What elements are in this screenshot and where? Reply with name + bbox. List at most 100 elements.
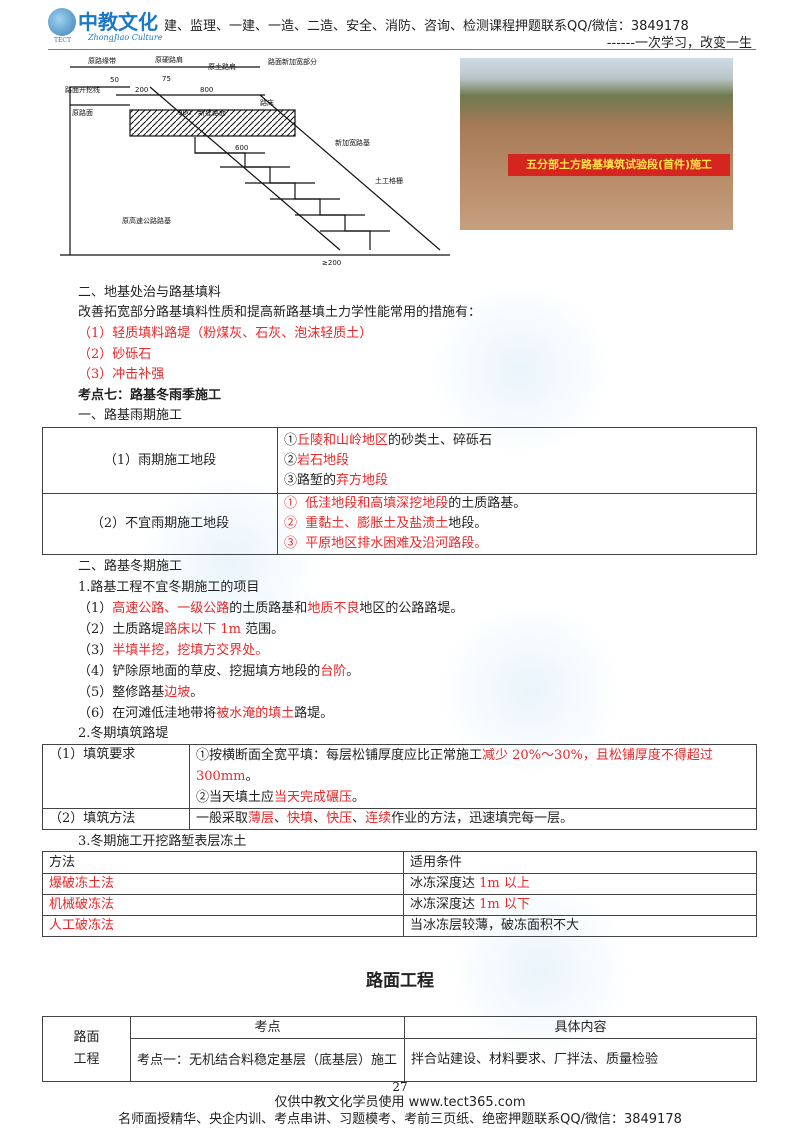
text: 。 bbox=[245, 769, 259, 784]
section-subheading: 1.路基工程不宜冬期施工的项目 bbox=[78, 580, 260, 595]
group-cell: 路面工程 bbox=[42, 1016, 131, 1082]
column-header: 具体内容 bbox=[404, 1016, 757, 1039]
text: 的土质路基。 bbox=[448, 496, 527, 511]
highlight: 减少 20%～30%，且松铺厚度不得超过 bbox=[482, 748, 713, 763]
text: （1） bbox=[78, 601, 113, 616]
list-item: （3）半填半挖，挖填方交界处。 bbox=[78, 641, 268, 661]
text: ③路堑的 bbox=[284, 472, 337, 488]
label: 原路面 bbox=[72, 108, 93, 117]
text: （2）土质路堤 bbox=[78, 622, 165, 637]
globe-icon bbox=[48, 8, 76, 36]
text: （5）整修路基 bbox=[78, 685, 165, 700]
text: 冰冻深度达 bbox=[410, 876, 480, 891]
label: 路面新加宽部分 bbox=[268, 57, 317, 66]
text: 路堤。 bbox=[294, 706, 334, 721]
frozen-soil-table: 方法适用条件 爆破冻土法冰冻深度达 1m 以上机械破冻法冰冻深度达 1m 以下人… bbox=[42, 851, 757, 937]
label: 原路缘带 bbox=[88, 56, 116, 65]
condition-cell: 冰冻深度达 1m 以上 bbox=[403, 873, 757, 895]
text: 当冰冻层较薄，破冻面积不大 bbox=[410, 918, 580, 933]
highlight: 平原地区排水困难及沿河路段。 bbox=[305, 536, 488, 551]
text: 。 bbox=[190, 685, 204, 700]
list-item: （6）在河滩低洼地带将被水淹的填土路堤。 bbox=[78, 704, 333, 724]
highlight: 丘陵和山岭地区 bbox=[297, 432, 389, 448]
list-item: ① 低洼地段和高填深挖地段的土质路基。 bbox=[284, 494, 750, 514]
text: 地区的公路路堤。 bbox=[359, 601, 464, 616]
header-divider bbox=[48, 49, 756, 50]
footer-text: 名师面授精华、央企内训、考点串讲、习题模考、考前三页纸、绝密押题联系QQ/微信：… bbox=[118, 1112, 682, 1127]
list-item: ①丘陵和山岭地区的砂类土、碎砾石 bbox=[284, 431, 750, 451]
group-label: 路面工程 bbox=[73, 1030, 100, 1067]
logo-subtitle: ZhongJiao Culture bbox=[88, 33, 163, 42]
label: 原高速公路路基 bbox=[122, 216, 171, 225]
chapter-title: 路面工程 bbox=[366, 971, 434, 991]
list-item: ②岩石地段 bbox=[284, 451, 750, 471]
logo: 中教文化 ZhongJiao Culture TECT bbox=[48, 6, 162, 46]
list-item: （4）铲除原地面的草皮、挖掘填方地段的台阶。 bbox=[78, 662, 359, 682]
label: 50 bbox=[110, 76, 119, 84]
photo-banner: 五分部土方路基填筑试验段(首件)施工 bbox=[508, 154, 730, 176]
list-item: （2）砂砾石 bbox=[78, 347, 152, 362]
section-subheading: 2.冬期填筑路堤 bbox=[78, 726, 169, 741]
text: 范围。 bbox=[241, 622, 285, 637]
condition-cell: 冰冻深度达 1m 以下 bbox=[403, 894, 757, 916]
highlight: 薄层 bbox=[248, 811, 275, 826]
table-row: 机械破冻法冰冻深度达 1m 以下 bbox=[42, 894, 757, 916]
highlight: 台阶 bbox=[320, 664, 347, 679]
label: 原土路肩 bbox=[208, 62, 236, 71]
column-header: 方法 bbox=[42, 851, 404, 874]
text: 、 bbox=[274, 811, 288, 826]
highlight: 1m 以上 bbox=[479, 876, 530, 891]
method-cell: 机械破冻法 bbox=[42, 894, 404, 916]
pavement-table: 路面工程 考点 具体内容 考点一：无机结合料稳定基层（底基层）施工 拌合站建设、… bbox=[42, 1016, 757, 1082]
section-heading: 二、地基处治与路基填料 bbox=[78, 285, 222, 300]
section-heading: 二、路基冬期施工 bbox=[78, 559, 183, 574]
list-item: （1）高速公路、一级公路的土质路基和地质不良地区的公路路堤。 bbox=[78, 599, 463, 619]
condition-cell: 当冰冻层较薄，破冻面积不大 bbox=[403, 915, 757, 937]
content-cell: 拌合站建设、材料要求、厂拌法、质量检验 bbox=[404, 1038, 757, 1082]
label: 新建路面 bbox=[198, 108, 226, 117]
label: 路床 bbox=[260, 98, 274, 107]
logo-text: 中教文化 bbox=[78, 10, 158, 34]
text: 。 bbox=[352, 790, 366, 805]
text: ③ bbox=[284, 536, 306, 551]
highlight: 快填 bbox=[287, 811, 314, 826]
column-header: 适用条件 bbox=[403, 851, 757, 874]
label: 原硬路肩 bbox=[155, 55, 183, 64]
label: 75 bbox=[162, 75, 171, 83]
highlight: 连续 bbox=[365, 811, 392, 826]
footer-text: 仅供中教文化学员使用 www.tect365.com bbox=[274, 1095, 526, 1110]
list-item: （3）冲击补强 bbox=[78, 367, 165, 382]
label: 土工格栅 bbox=[375, 176, 403, 185]
text: 、 bbox=[313, 811, 327, 826]
fill-method: 一般采取薄层、快填、快压、连续作业的方法，迅速填完每一层。 bbox=[189, 808, 757, 830]
label: 路面开挖线 bbox=[65, 85, 100, 94]
highlight: 地质不良 bbox=[307, 601, 360, 616]
list-item: ③ 平原地区排水困难及沿河路段。 bbox=[284, 534, 750, 554]
label: 新加宽路基 bbox=[335, 138, 370, 147]
paragraph: 改善拓宽部分路基填料性质和提高新路基填土力学性能常用的措施有： bbox=[78, 305, 482, 320]
header-slogan: 建、监理、一建、一造、二造、安全、消防、咨询、检测课程押题联系QQ/微信：384… bbox=[164, 19, 689, 34]
label: 600 bbox=[235, 144, 248, 152]
list-item: （5）整修路基边坡。 bbox=[78, 683, 203, 703]
table-row: 人工破冻法当冰冻层较薄，破冻面积不大 bbox=[42, 915, 757, 937]
highlight: 低洼地段和高填深挖地段 bbox=[305, 496, 449, 511]
text: （3） bbox=[78, 643, 113, 658]
page-number: 27 bbox=[392, 1080, 408, 1094]
highlight: 当天完成碾压 bbox=[274, 790, 353, 805]
text: 。 bbox=[346, 664, 360, 679]
table-row: 爆破冻土法冰冻深度达 1m 以上 bbox=[42, 873, 757, 895]
text: ① bbox=[284, 496, 306, 511]
list-item: ② 重黏土、膨胀土及盐渍土地段。 bbox=[284, 514, 750, 534]
construction-photo: 五分部土方路基填筑试验段(首件)施工 bbox=[460, 58, 733, 230]
text: 、 bbox=[352, 811, 366, 826]
rain-construction-table: （1）雨期施工地段 ①丘陵和山岭地区的砂类土、碎砾石 ②岩石地段 ③路堑的弃方地… bbox=[42, 427, 757, 555]
winter-fill-table: （1）填筑要求 ①按横断面全宽平填：每层松铺厚度应比正常施工减少 20%～30%… bbox=[42, 744, 757, 830]
row-label: （2）填筑方法 bbox=[42, 808, 190, 830]
text: 的土质路基和 bbox=[229, 601, 308, 616]
rain-suitable-list: ①丘陵和山岭地区的砂类土、碎砾石 ②岩石地段 ③路堑的弃方地段 bbox=[277, 427, 757, 494]
row-label: （2）不宜雨期施工地段 bbox=[42, 493, 278, 555]
header-motto: ------一次学习，改变一生 bbox=[606, 36, 752, 51]
section-subheading: 3.冬期施工开挖路堑表层冻土 bbox=[78, 834, 247, 849]
highlight: 边坡 bbox=[164, 685, 191, 700]
text: 地段。 bbox=[448, 516, 488, 531]
